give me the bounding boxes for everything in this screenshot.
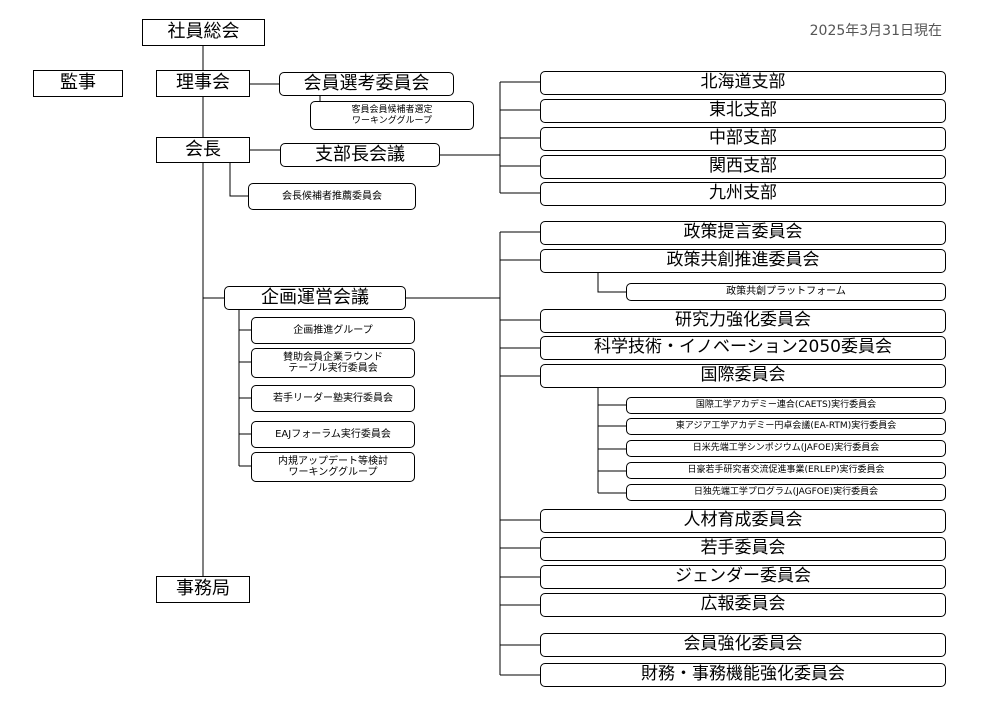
policy-proposal-committee-box: 政策提言委員会	[540, 221, 946, 245]
cocreation-platform-box: 政策共創プラットフォーム	[626, 283, 946, 301]
branch-kansai-box: 関西支部	[540, 155, 946, 179]
ea-rtm-committee-box: 東アジア工学アカデミー円卓会議(EA-RTM)実行委員会	[626, 418, 946, 435]
branch-hokkaido-box: 北海道支部	[540, 71, 946, 95]
erlep-committee-box: 日豪若手研究者交流促進事業(ERLEP)実行委員会	[626, 462, 946, 479]
pr-committee-box: 広報委員会	[540, 593, 946, 617]
membership-committee-box: 会員強化委員会	[540, 633, 946, 657]
as-of-date: 2025年3月31日現在	[809, 23, 942, 39]
eaj-forum-committee-box: EAJフォーラム実行委員会	[251, 421, 415, 448]
planning-council-box: 企画運営会議	[224, 286, 406, 310]
caets-committee-box: 国際工学アカデミー連合(CAETS)実行委員会	[626, 397, 946, 414]
research-strength-committee-box: 研究力強化委員会	[540, 309, 946, 333]
jafoe-committee-box: 日米先端工学シンポジウム(JAFOE)実行委員会	[626, 440, 946, 457]
branch-tohoku-box: 東北支部	[540, 99, 946, 123]
human-resources-committee-box: 人材育成委員会	[540, 509, 946, 533]
finance-committee-box: 財務・事務機能強化委員会	[540, 663, 946, 687]
st-innovation-2050-committee-box: 科学技術・イノベーション2050委員会	[540, 336, 946, 360]
branch-kyushu-box: 九州支部	[540, 182, 946, 206]
secretariat-box: 事務局	[156, 576, 250, 603]
international-committee-box: 国際委員会	[540, 364, 946, 388]
policy-cocreation-committee-box: 政策共創推進委員会	[540, 249, 946, 273]
branch-council-box: 支部長会議	[280, 143, 440, 167]
young-leader-school-box: 若手リーダー塾実行委員会	[251, 385, 415, 412]
selection-committee-box: 会員選考委員会	[279, 72, 454, 96]
young-committee-box: 若手委員会	[540, 537, 946, 561]
rules-update-wg-box: 内規アップデート等検討 ワーキンググループ	[251, 452, 415, 482]
gender-committee-box: ジェンダー委員会	[540, 565, 946, 589]
president-box: 会長	[156, 137, 250, 163]
roundtable-committee-box: 賛助会員企業ラウンド テーブル実行委員会	[251, 348, 415, 378]
planning-group-box: 企画推進グループ	[251, 317, 415, 344]
jagfoe-committee-box: 日独先端工学プログラム(JAGFOE)実行委員会	[626, 484, 946, 501]
branch-chubu-box: 中部支部	[540, 127, 946, 151]
president-candidate-committee-box: 会長候補者推薦委員会	[248, 183, 416, 210]
board-box: 理事会	[156, 70, 250, 97]
guest-member-wg-box: 客員会員候補者選定 ワーキンググループ	[310, 101, 474, 130]
auditor-box: 監事	[33, 70, 123, 97]
general-meeting-box: 社員総会	[142, 19, 265, 46]
